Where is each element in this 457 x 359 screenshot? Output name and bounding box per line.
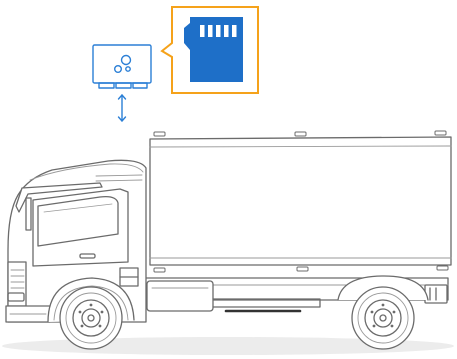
cargo-box (150, 131, 451, 272)
front-wheel (60, 287, 122, 349)
storage-device-icon (93, 45, 151, 88)
sd-card-callout (162, 7, 258, 93)
rear-wheel (352, 287, 414, 349)
bidirectional-arrow-icon (119, 95, 126, 121)
box-truck-illustration (6, 131, 451, 349)
micro-sd-card-icon (184, 17, 243, 82)
